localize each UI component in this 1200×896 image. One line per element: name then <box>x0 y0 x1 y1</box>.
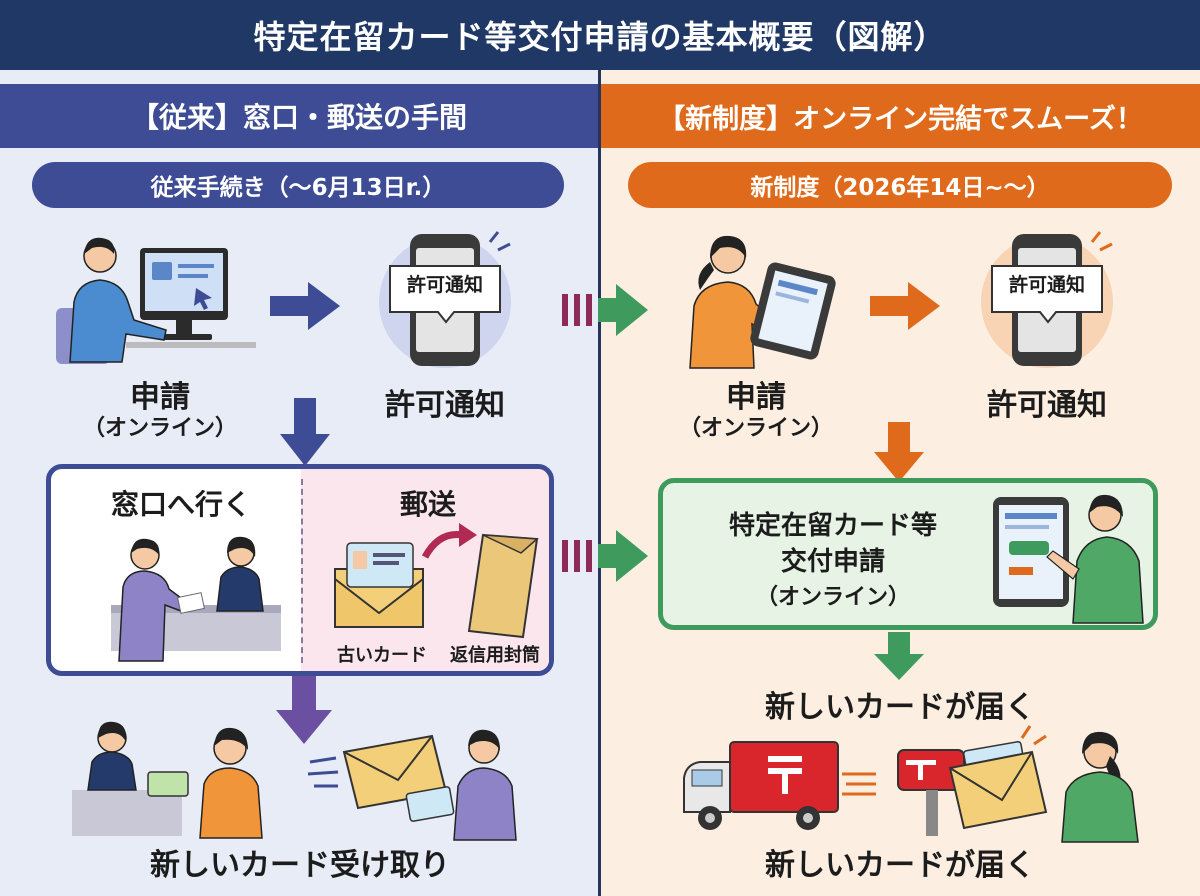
right-arrow-down-2 <box>874 632 924 680</box>
left-notice-bubble: 許可通知 <box>406 274 483 296</box>
computer-user-icon <box>56 237 256 364</box>
online-line-2: 交付申請 <box>780 547 885 577</box>
transition-arrow-2 <box>562 530 648 582</box>
mailbox-icon <box>897 749 965 836</box>
online-application-box: 特定在留カード等 交付申請 （オンライン） <box>658 478 1158 630</box>
box-divider <box>301 479 303 663</box>
left-receive-label: 新しいカード受け取り <box>150 848 450 883</box>
right-period-pill: 新制度（2026年14日~〜） <box>628 162 1172 208</box>
right-arrow-down-1 <box>874 422 924 482</box>
left-apply-sub: （オンライン） <box>82 416 237 441</box>
right-apply-label: 申請 <box>726 380 786 415</box>
left-notice-label: 許可通知 <box>385 388 505 423</box>
center-divider <box>598 70 601 896</box>
envelope-receiver-icon <box>948 725 1139 843</box>
right-arrive-label-1: 新しいカードが届く <box>765 690 1035 725</box>
return-envelope-label: 返信用封筒 <box>450 645 540 666</box>
left-section-header: 【従来】窓口・郵送の手間 <box>0 84 598 148</box>
online-line-1: 特定在留カード等 <box>728 511 937 541</box>
conventional-process-box: 窓口へ行く 郵送 古いカード 返信用封筒 <box>46 464 554 676</box>
left-smartphone-notice-icon <box>379 231 511 368</box>
left-arrow-right-1 <box>270 282 340 330</box>
left-period-pill: 従来手続き（〜6月13日r.） <box>32 162 564 208</box>
transition-arrow-1 <box>562 284 648 336</box>
return-envelope-icon <box>467 533 539 639</box>
counter-label: 窓口へ行く <box>110 488 251 521</box>
mail-truck-icon <box>683 741 839 830</box>
right-notice-bubble: 許可通知 <box>1008 274 1085 296</box>
mail-label: 郵送 <box>399 488 456 521</box>
transfer-arrow-icon <box>421 523 477 559</box>
online-line-3: （オンライン） <box>755 585 910 610</box>
left-arrow-down-1 <box>280 398 330 466</box>
right-apply-sub: （オンライン） <box>678 416 833 441</box>
right-notice-label: 許可通知 <box>987 388 1107 423</box>
right-section-header: 【新制度】オンライン完結でスムーズ！ <box>601 84 1200 148</box>
right-smartphone-notice-icon <box>981 231 1113 368</box>
envelope-card-icon <box>334 542 424 628</box>
right-arrive-label-2: 新しいカードが届く <box>765 848 1035 883</box>
old-card-label: 古いカード <box>337 645 427 666</box>
tablet-user-icon <box>689 235 836 369</box>
right-arrow-right-1 <box>870 282 940 330</box>
tablet-application-icon <box>993 494 1144 624</box>
left-apply-label: 申請 <box>130 380 190 415</box>
left-arrow-down-2 <box>276 676 332 744</box>
counter-staff-icon <box>111 536 281 662</box>
envelope-delivery-icon <box>307 729 517 841</box>
card-handover-icon <box>72 721 263 839</box>
page-title: 特定在留カード等交付申請の基本概要（図解） <box>0 0 1200 70</box>
speed-lines-icon <box>842 772 876 796</box>
